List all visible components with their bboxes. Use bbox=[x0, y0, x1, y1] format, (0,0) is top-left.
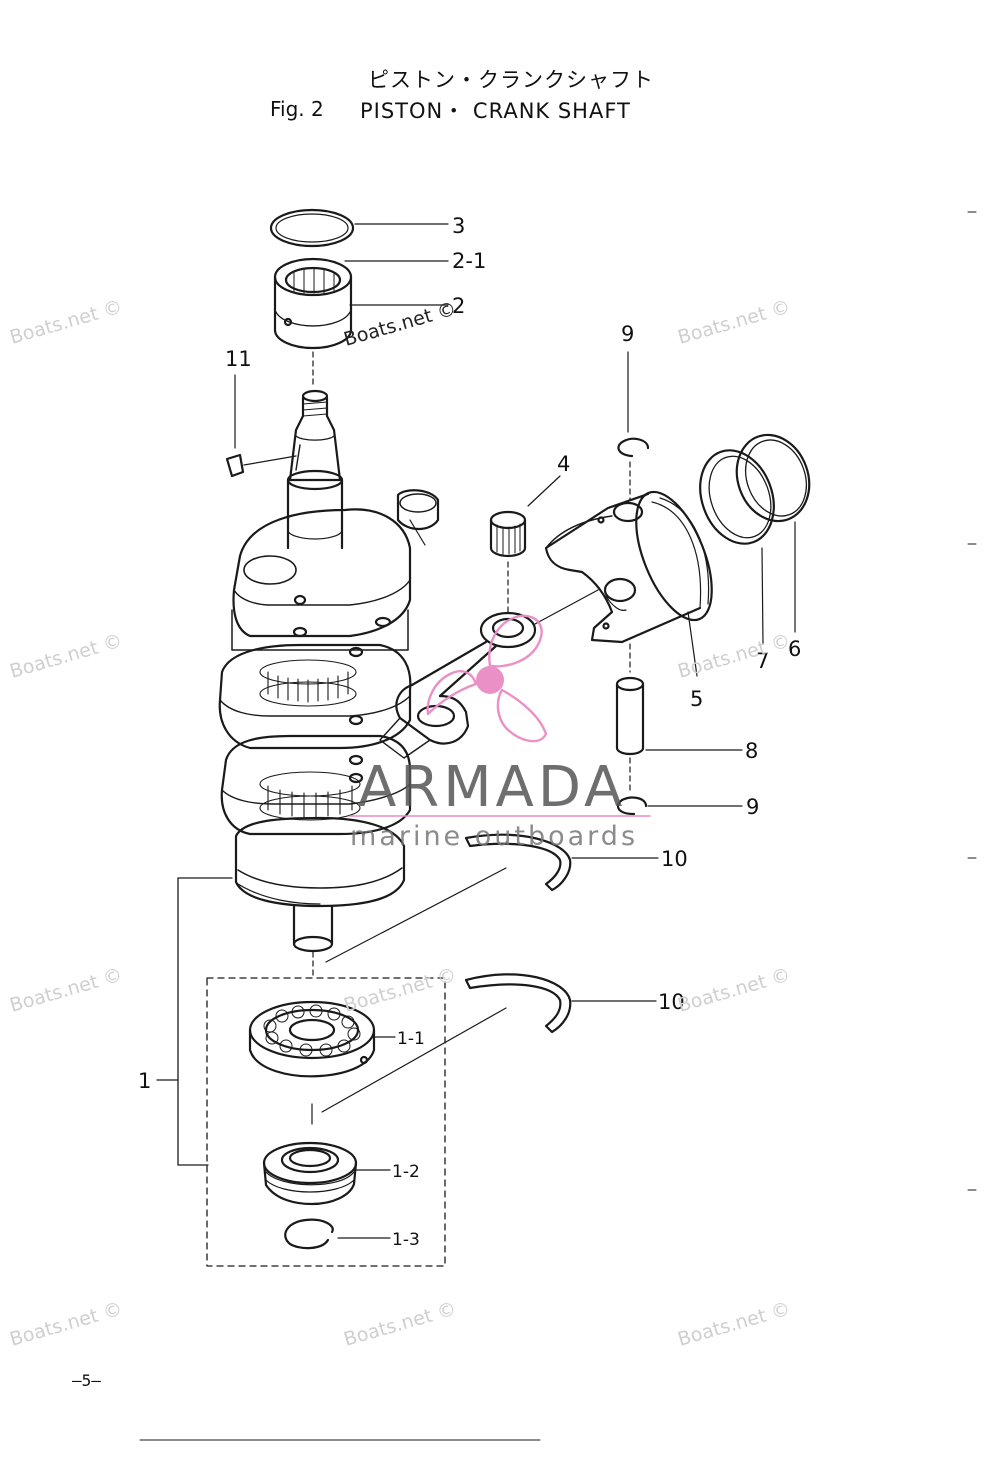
callout-1-1: 1-1 bbox=[397, 1029, 425, 1049]
assembly-1-box bbox=[206, 977, 446, 1267]
callout-9-top: 9 bbox=[621, 322, 634, 346]
leader-5 bbox=[687, 611, 698, 677]
callout-5: 5 bbox=[690, 687, 703, 711]
callout-2-1: 2-1 bbox=[452, 249, 486, 273]
callout-11: 11 bbox=[225, 347, 252, 371]
callout-6: 6 bbox=[788, 637, 801, 661]
callout-8: 8 bbox=[745, 739, 758, 763]
propeller-blade-icon bbox=[426, 670, 478, 716]
part-9-circlip-upper bbox=[617, 437, 650, 458]
part-10-thrust-washer-upper bbox=[464, 833, 572, 892]
watermark-text: Boats.net © bbox=[675, 296, 792, 349]
page-number: –5– bbox=[72, 1371, 101, 1390]
watermark-text: Boats.net © bbox=[7, 630, 124, 683]
watermark-text: Boats.net © bbox=[341, 1298, 458, 1351]
assembly-1-bracket bbox=[156, 877, 233, 1166]
watermark-text: Boats.net © bbox=[675, 964, 792, 1017]
part-5-piston bbox=[544, 490, 713, 644]
callout-10-a: 10 bbox=[661, 847, 688, 871]
leader-7 bbox=[761, 547, 764, 645]
watermark-text: Boats.net © bbox=[7, 1298, 124, 1351]
part-9-circlip-lower bbox=[616, 796, 648, 816]
part-6-piston-ring bbox=[735, 433, 811, 523]
callout-1-2: 1-2 bbox=[392, 1162, 420, 1182]
part-4-small-end-bearing bbox=[489, 510, 527, 558]
part-7-piston-ring bbox=[699, 449, 775, 545]
part-8-piston-pin bbox=[615, 676, 645, 756]
part-11-woodruff-key bbox=[225, 453, 245, 478]
watermark-text-overlay: Boats.net © bbox=[341, 298, 458, 351]
part-2-bearing-sleeve bbox=[273, 257, 353, 350]
callout-10-b: 10 bbox=[658, 990, 685, 1014]
armada-logo-tagline: marine outboards bbox=[350, 821, 638, 852]
part-1-2-seal-housing bbox=[262, 1141, 358, 1206]
callout-9-bottom: 9 bbox=[746, 795, 759, 819]
crankshaft bbox=[218, 389, 440, 953]
part-10-thrust-washer-lower bbox=[464, 973, 572, 1034]
part-1-3-snap-ring bbox=[284, 1218, 334, 1250]
callout-7: 7 bbox=[756, 649, 769, 673]
title-japanese: ピストン・クランクシャフト bbox=[368, 68, 654, 92]
callout-4: 4 bbox=[557, 452, 570, 476]
propeller-blade-icon bbox=[488, 614, 543, 668]
figure-title: PISTON・ CRANK SHAFT bbox=[360, 99, 631, 123]
watermark-text: Boats.net © bbox=[341, 964, 458, 1017]
armada-logo bbox=[426, 614, 548, 743]
part-3-ring bbox=[269, 208, 355, 248]
callout-1: 1 bbox=[138, 1069, 151, 1093]
callout-1-3: 1-3 bbox=[392, 1230, 420, 1250]
watermark-text: Boats.net © bbox=[675, 630, 792, 683]
propeller-hub-icon bbox=[476, 666, 504, 694]
propeller-blade-icon bbox=[496, 688, 548, 743]
figure-label: Fig. 2 bbox=[270, 97, 324, 121]
watermark-text: Boats.net © bbox=[7, 296, 124, 349]
armada-logo-wordmark: ARMADA bbox=[358, 755, 626, 820]
watermark-text: Boats.net © bbox=[7, 964, 124, 1017]
callout-3: 3 bbox=[452, 214, 465, 238]
scan-marks bbox=[139, 211, 977, 1441]
callout-2: 2 bbox=[452, 294, 465, 318]
watermark-text: Boats.net © bbox=[675, 1298, 792, 1351]
connecting-rod bbox=[379, 611, 537, 759]
leader-4 bbox=[527, 475, 561, 507]
part-1-1-ball-bearing bbox=[248, 1000, 376, 1078]
